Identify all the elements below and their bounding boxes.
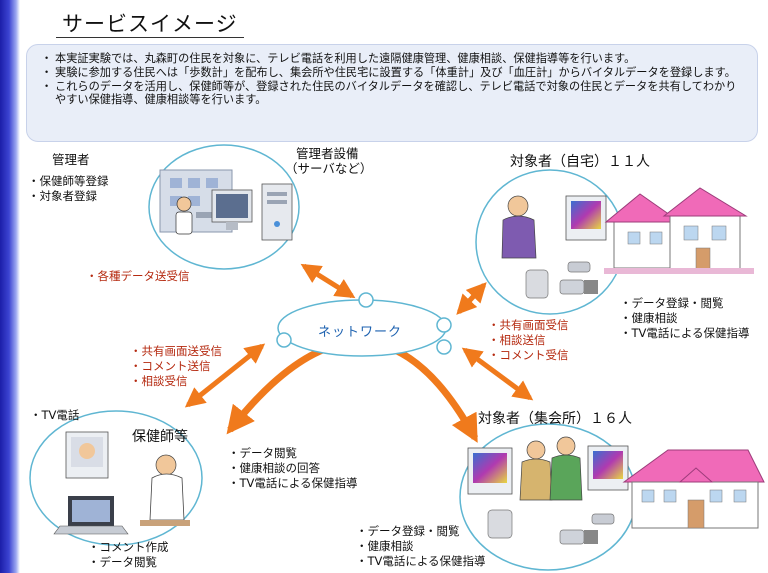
- network-node: [436, 317, 452, 333]
- home-service-list: データ登録・閲覧 健康相談 TV電話による保健指導: [620, 296, 750, 341]
- arrow-admin-network: [300, 263, 356, 299]
- home-service: 健康相談: [620, 311, 750, 326]
- nurse-service: TV電話による保健指導: [228, 476, 358, 491]
- nurse-service: データ閲覧: [228, 446, 358, 461]
- nurse-flow-list: 共有画面送受信 コメント送信 相談受信: [130, 344, 223, 389]
- hall-service: TV電話による保健指導: [356, 554, 486, 569]
- nurse-flow: 共有画面送受信: [130, 344, 223, 359]
- summary-box: 本実証実験では、丸森町の住民を対象に、テレビ電話を利用した遠隔健康管理、健康相談…: [26, 44, 758, 142]
- arrow-home-network: [456, 282, 487, 315]
- summary-item: これらのデータを活用し、保健師等が、登録された住民のバイタルデータを確認し、テレ…: [41, 80, 745, 108]
- admin-task: 保健師等登録: [28, 174, 109, 189]
- admin-task-list: 保健師等登録 対象者登録: [28, 174, 109, 204]
- server-subheading: （サーバなど）: [285, 161, 373, 176]
- admin-heading: 管理者: [52, 152, 90, 167]
- hall-service-list: データ登録・閲覧 健康相談 TV電話による保健指導: [356, 524, 486, 569]
- home-flow-list: 共有画面受信 相談送信 コメント受信: [488, 318, 569, 363]
- home-flow: コメント受信: [488, 348, 569, 363]
- home-service: データ登録・閲覧: [620, 296, 750, 311]
- home-heading: 対象者（自宅）１１人: [510, 154, 650, 170]
- nurse-flow: コメント送信: [130, 359, 222, 374]
- nurse-task: コメント作成: [88, 540, 169, 555]
- network-label: ネットワーク: [318, 325, 403, 340]
- elderly-person-icon: [501, 195, 537, 259]
- summary-item: 実験に参加する住民へは「歩数計」を配布し、集会所や住民宅に設置する「体重計」及び…: [41, 66, 745, 80]
- tv-phone-icon: [65, 431, 109, 479]
- arrow-nurse-network: [184, 343, 266, 408]
- nurse-flow: 相談受信: [130, 374, 222, 389]
- server-tower-icon: [261, 183, 293, 241]
- summary-item: 本実証実験では、丸森町の住民を対象に、テレビ電話を利用した遠隔健康管理、健康相談…: [41, 52, 745, 66]
- home-service: TV電話による保健指導: [620, 326, 750, 341]
- nurse-tv-label: TV電話: [30, 408, 80, 423]
- laptop-icon: [53, 496, 129, 535]
- monitor-icon: [211, 189, 253, 230]
- community-hall-icon: [622, 449, 765, 529]
- page-title: サービスイメージ: [62, 12, 238, 36]
- nurse-service: 健康相談の回答: [228, 461, 358, 476]
- pedometer-icon: [567, 261, 591, 273]
- blood-pressure-monitor-icon: [559, 279, 598, 295]
- hall-service: 健康相談: [356, 539, 486, 554]
- house-icon: [604, 187, 754, 274]
- nurse-person-icon: [140, 454, 190, 526]
- nurse-tv-label-wrap: TV電話: [30, 408, 80, 423]
- tv-phone-icon: [467, 447, 513, 495]
- pedometer-icon: [591, 513, 615, 525]
- tv-phone-icon: [587, 445, 629, 491]
- tv-phone-icon: [565, 195, 607, 241]
- home-site-ellipse: [475, 169, 625, 315]
- scale-icon: [487, 509, 513, 539]
- network-node: [276, 332, 292, 348]
- elderly-people-icon: [519, 436, 583, 501]
- network-node: [436, 339, 452, 355]
- nurse-service-list: データ閲覧 健康相談の回答 TV電話による保健指導: [228, 446, 358, 491]
- title-underline: [56, 37, 244, 38]
- admin-task: 対象者登録: [28, 189, 109, 204]
- nurse-task: データ閲覧: [88, 555, 169, 570]
- nurse-task-list: コメント作成 データ閲覧: [88, 540, 169, 570]
- nurse-heading: 保健師等: [132, 429, 188, 445]
- home-flow: 共有画面受信: [488, 318, 569, 333]
- blood-pressure-monitor-icon: [559, 529, 598, 545]
- arrow-hall-network: [461, 347, 534, 401]
- scale-icon: [525, 269, 549, 299]
- admin-send-label: ・各種データ送受信: [86, 269, 190, 283]
- left-gradient-bar: [0, 0, 20, 573]
- home-flow: 相談送信: [488, 333, 569, 348]
- hall-heading: 対象者（集会所）１６人: [478, 411, 632, 427]
- server-heading: 管理者設備: [296, 146, 359, 161]
- network-node: [358, 292, 374, 308]
- hall-service: データ登録・閲覧: [356, 524, 486, 539]
